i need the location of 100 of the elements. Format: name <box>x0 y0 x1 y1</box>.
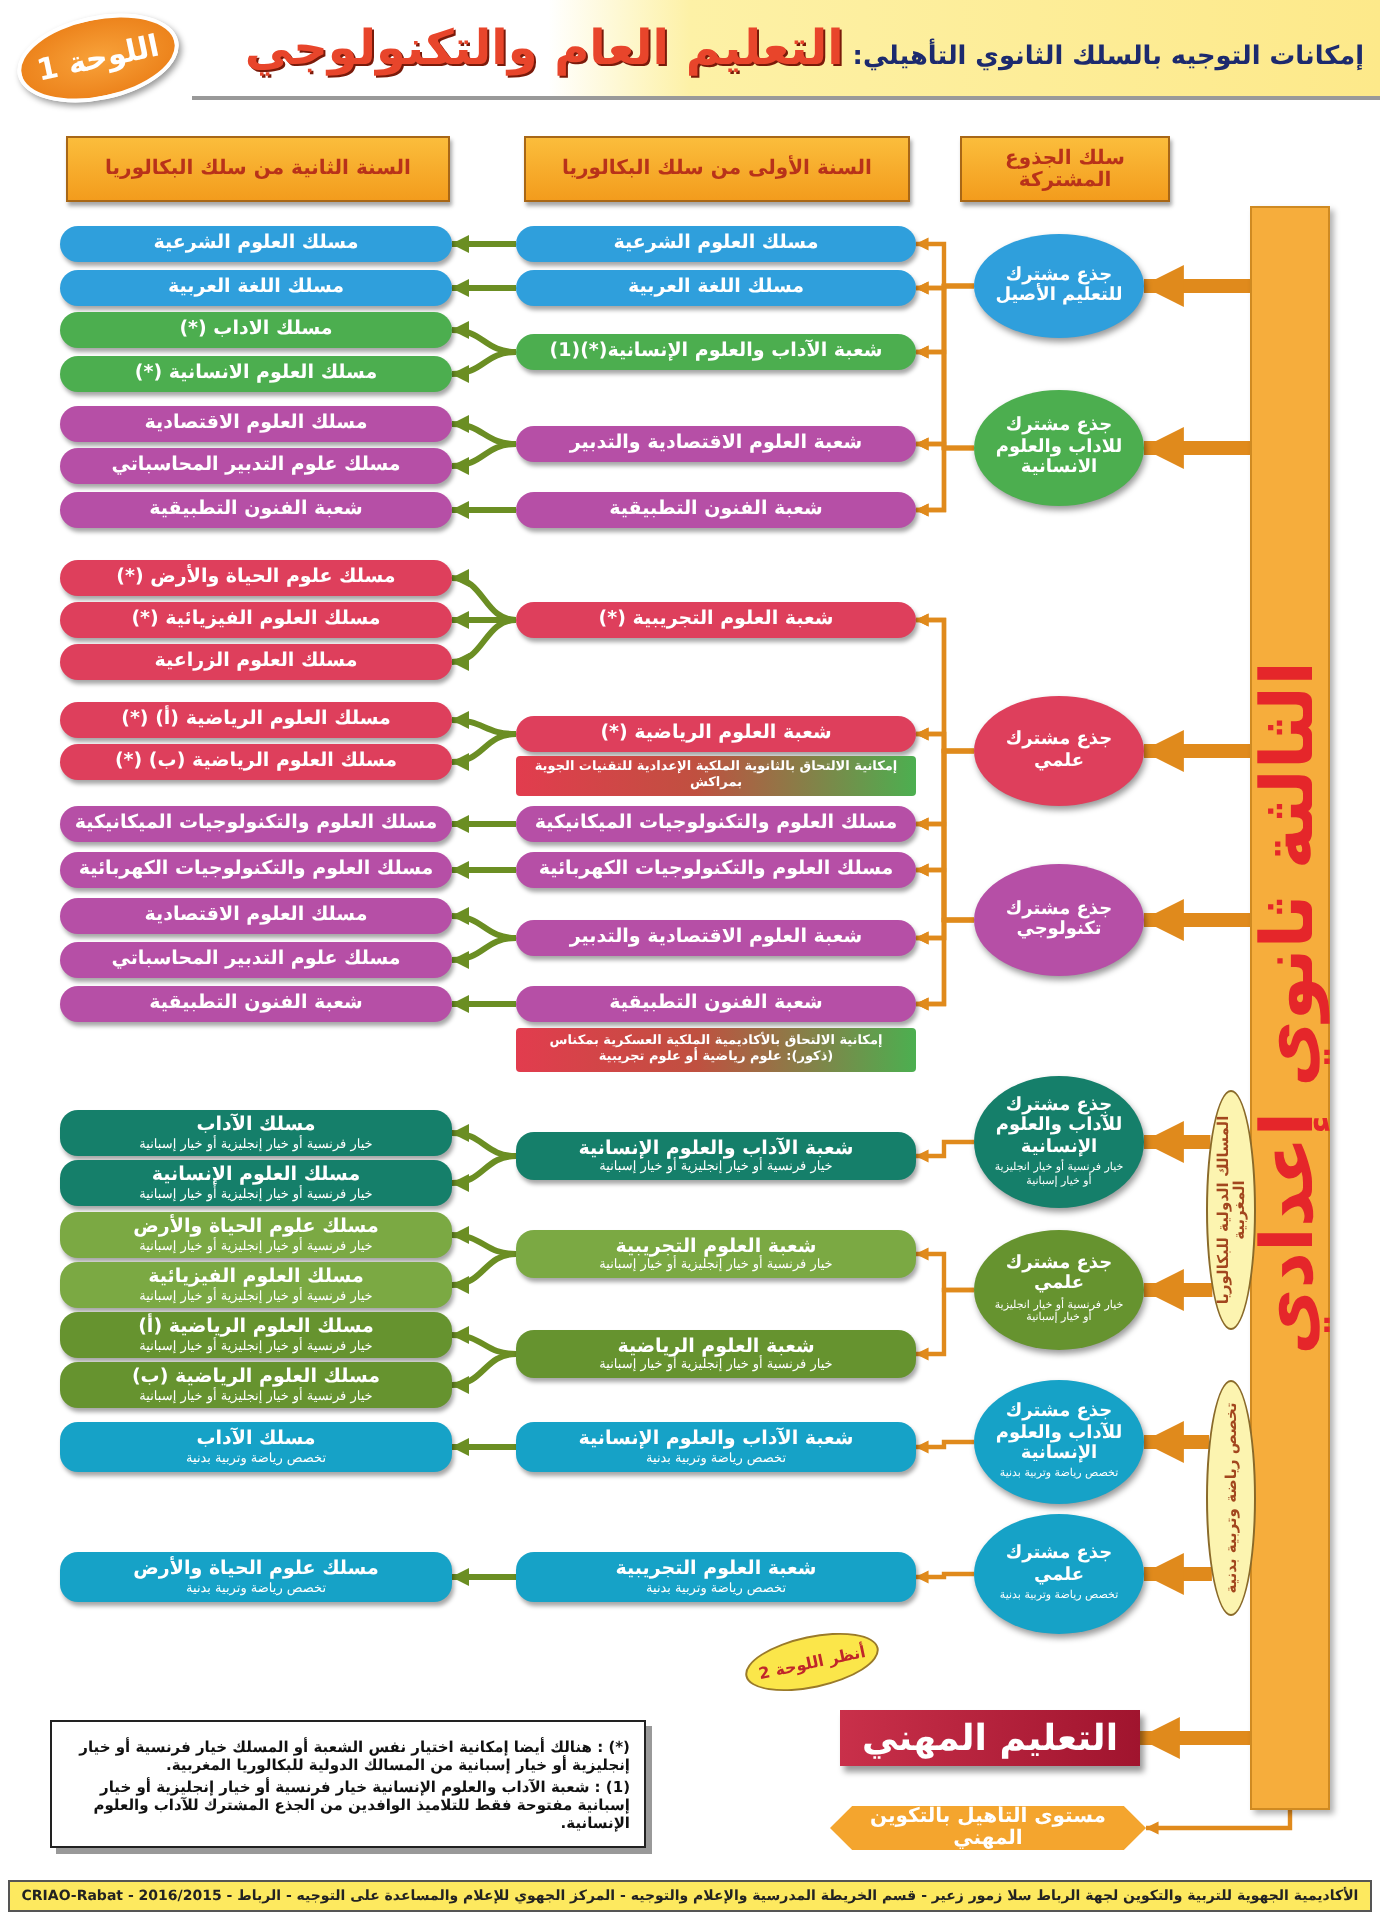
track-name: شعبة الفنون التطبيقية <box>149 498 363 522</box>
track-name: مسلك العلوم والتكنولوجيات الميكانيكية <box>534 812 898 836</box>
track-box <box>60 852 452 888</box>
track-box <box>516 1422 916 1472</box>
track-box <box>60 226 452 262</box>
track-box <box>60 560 452 596</box>
track-name: مسلك العلوم والتكنولوجيات الميكانيكية <box>74 812 438 836</box>
track-box <box>60 744 452 780</box>
page-title: إمكانات التوجيه بالسلك الثانوي التأهيلي: التعليم العام والتكنولوجي <box>192 0 1380 100</box>
track-box <box>60 1212 452 1258</box>
arrow <box>451 1438 516 1456</box>
arrow <box>451 501 516 519</box>
level-title: الثالثة ثانوي إعدادي <box>1250 659 1330 1359</box>
core-title: جذع مشترك للتعليم الأصيل <box>994 265 1124 307</box>
track-name: مسلك الاداب (*) <box>179 318 333 342</box>
track-name: مسلك العلوم الرياضية (ب) <box>131 1366 381 1389</box>
track-name: مسلك الآداب <box>196 1114 316 1137</box>
core-oval <box>974 864 1144 976</box>
track-box <box>60 1312 452 1358</box>
arrow <box>915 917 974 1011</box>
badge-text: اللوحة 1 <box>33 27 163 89</box>
track-box <box>60 898 452 934</box>
thick-arrow <box>1141 1121 1211 1163</box>
track-box <box>60 806 452 842</box>
track-name: مسلك العلوم الفيزيائية <box>148 1266 364 1289</box>
track-name: شعبة الآداب والعلوم الإنسانية <box>578 1428 854 1452</box>
track-box <box>60 312 452 348</box>
track-name: شعبة الفنون التطبيقية <box>609 992 823 1016</box>
arrow <box>451 861 516 879</box>
thick-arrow <box>1141 1553 1212 1595</box>
track-name: مسلك العلوم الرياضية (أ) <box>138 1316 374 1339</box>
track-name: مسلك علوم الحياة والأرض <box>133 1558 379 1582</box>
track-name: شعبة الآداب والعلوم الإنسانية <box>578 1137 854 1160</box>
thick-arrow <box>1137 1717 1250 1759</box>
track-name: مسلك العلوم الإنسانية <box>151 1164 361 1187</box>
thick-arrow <box>1141 1269 1213 1311</box>
track-box <box>60 644 452 680</box>
arrow <box>915 1287 974 1361</box>
track-name: شعبة العلوم التجريبية <box>615 1558 817 1582</box>
track-box <box>60 1362 452 1408</box>
arrow <box>451 570 517 623</box>
track-box <box>516 426 916 462</box>
track-box <box>516 806 916 842</box>
track-name: شعبة الفنون التطبيقية <box>149 992 363 1016</box>
column-header <box>960 136 1170 202</box>
track-name: مسلك اللغة العربية <box>168 276 345 300</box>
track-box <box>60 492 452 528</box>
vocational-title: التعليم المهني <box>862 1717 1118 1759</box>
track-box <box>60 986 452 1022</box>
footer-band <box>8 1880 1372 1912</box>
arrow <box>451 617 517 670</box>
track-name: مسلك علوم الحياة والأرض (*) <box>116 566 396 590</box>
arrow <box>451 611 516 629</box>
header-text: السنة الأولى من سلك البكالوريا <box>562 158 872 180</box>
arrow <box>451 1568 516 1586</box>
track-name: شعبة الفنون التطبيقية <box>609 498 823 522</box>
track-box <box>516 334 916 370</box>
arrow <box>451 441 517 474</box>
core-oval <box>974 1230 1144 1350</box>
core-title: جذع مشترك علمي <box>1003 1544 1115 1587</box>
track-box <box>60 406 452 442</box>
core-oval <box>974 390 1144 506</box>
track-name: شعبة العلوم الرياضية (*) <box>600 722 832 746</box>
track-box <box>60 448 452 484</box>
track-box <box>516 1552 916 1602</box>
thick-arrow <box>1141 1421 1209 1463</box>
track-name: مسلك العلوم الرياضية (ب) (*) <box>114 750 398 774</box>
track-box <box>516 270 916 306</box>
core-title: جذع مشترك للاداب والعلوم الانسانية <box>994 416 1124 480</box>
arrow <box>451 1251 517 1293</box>
track-name: مسلك الآداب <box>196 1428 316 1452</box>
track-name: مسلك العلوم الشرعية <box>613 232 819 256</box>
header-text: سلك الجذوع المشتركة <box>1003 147 1127 191</box>
track-name: شعبة العلوم الاقتصادية والتدبير <box>569 926 863 950</box>
core-title: جذع مشترك تكنولوجي <box>1003 899 1115 941</box>
track-name: شعبة الآداب والعلوم الإنسانية(*)(1) <box>549 340 883 364</box>
arrow <box>451 349 517 382</box>
arrow <box>451 731 517 770</box>
track-name: شعبة العلوم الاقتصادية والتدبير <box>569 432 863 456</box>
info-ribbon <box>516 756 916 796</box>
column-header <box>524 136 910 202</box>
track-box <box>60 942 452 978</box>
track-box <box>516 226 916 262</box>
arrow <box>915 1570 974 1584</box>
track-name: مسلك العلوم الفيزيائية (*) <box>131 608 381 632</box>
reference-text: أنظر اللوحة 2 <box>757 1641 867 1683</box>
thick-arrow <box>1141 730 1250 772</box>
track-name: مسلك اللغة العربية <box>628 276 805 300</box>
core-title: جذع مشترك للآداب والعلوم الإنسانية <box>994 1095 1124 1158</box>
track-name: مسلك العلوم الاقتصادية <box>144 412 368 436</box>
vocational-box <box>840 1710 1140 1766</box>
track-name: مسلك العلوم والتكنولوجيات الكهربائية <box>78 858 434 882</box>
arrow <box>451 1153 517 1191</box>
track-name: شعبة العلوم التجريبية (*) <box>598 608 834 632</box>
thick-arrow <box>1141 427 1250 469</box>
track-box <box>516 1230 916 1278</box>
core-title: جذع مشترك للآداب والعلوم الإنسانية <box>994 1402 1124 1465</box>
track-box <box>60 702 452 738</box>
info-ribbon <box>516 1028 916 1072</box>
arrow <box>451 235 516 253</box>
